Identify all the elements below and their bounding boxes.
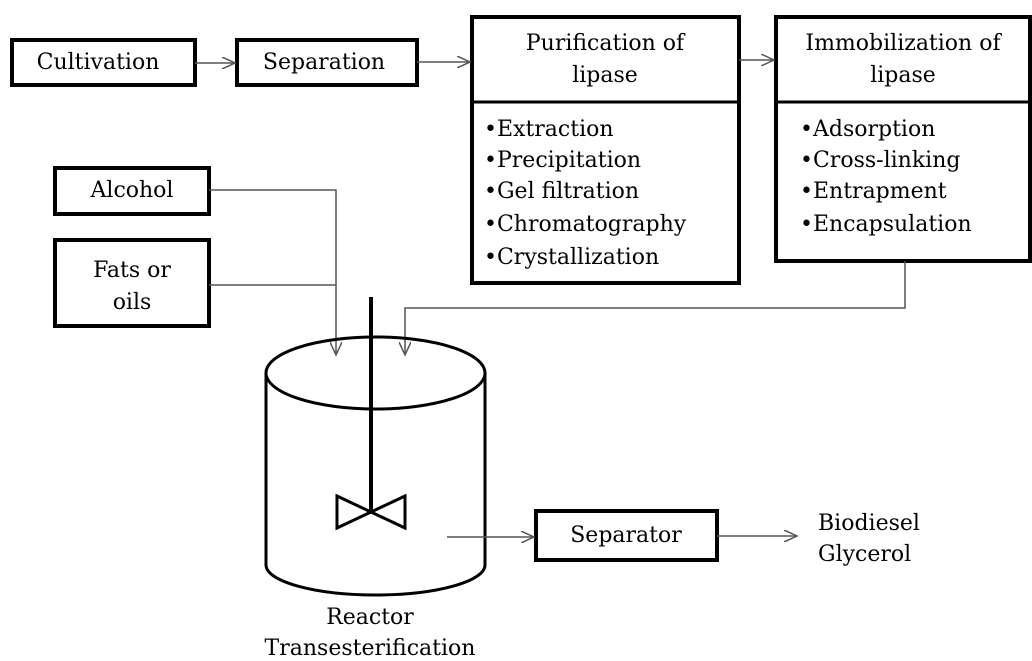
immobilization-title: Immobilization of <box>805 31 1002 56</box>
purification-step: •Chromatography <box>484 212 687 237</box>
fats-label: Fats or <box>93 258 171 283</box>
purification-box: Purification of lipase •Extraction •Prec… <box>470 15 741 285</box>
cultivation-box: Cultivation <box>10 38 197 87</box>
immobilization-step: •Adsorption <box>800 117 935 142</box>
immobilization-title-line2: lipase <box>870 63 936 88</box>
fats-oils-box: Fats or oils <box>53 238 211 328</box>
reactor-stirrer-blade-right <box>367 493 407 531</box>
purification-title: Purification of <box>526 31 686 56</box>
separator-box: Separator <box>534 509 719 562</box>
immobilization-box: Immobilization of lipase •Adsorption •Cr… <box>774 15 1032 263</box>
arrow-immobilization-reactor <box>405 261 906 355</box>
separator-label: Separator <box>570 523 682 548</box>
immobilization-step: •Entrapment <box>800 179 947 204</box>
purification-step: •Gel filtration <box>484 179 639 204</box>
purification-step: •Crystallization <box>484 245 659 270</box>
alcohol-label: Alcohol <box>90 178 174 203</box>
purification-step: •Precipitation <box>484 148 641 173</box>
immobilization-step: •Encapsulation <box>800 212 972 237</box>
biodiesel-label: Biodiesel <box>818 511 920 536</box>
cultivation-label: Cultivation <box>37 50 160 75</box>
glycerol-label: Glycerol <box>818 542 911 567</box>
reactor-stirrer-blade-left <box>335 493 375 531</box>
reactor-label: Reactor <box>326 605 414 630</box>
purification-step: •Extraction <box>484 117 614 142</box>
oils-label: oils <box>113 290 152 315</box>
separation-label: Separation <box>263 50 385 75</box>
alcohol-box: Alcohol <box>53 166 211 216</box>
arrow-alcohol-reactor <box>209 189 336 355</box>
reactor <box>264 297 487 597</box>
separation-box: Separation <box>235 38 419 87</box>
purification-title-line2: lipase <box>572 63 638 88</box>
immobilization-step: •Cross-linking <box>800 148 960 173</box>
transesterification-label: Transesterification <box>265 636 476 661</box>
